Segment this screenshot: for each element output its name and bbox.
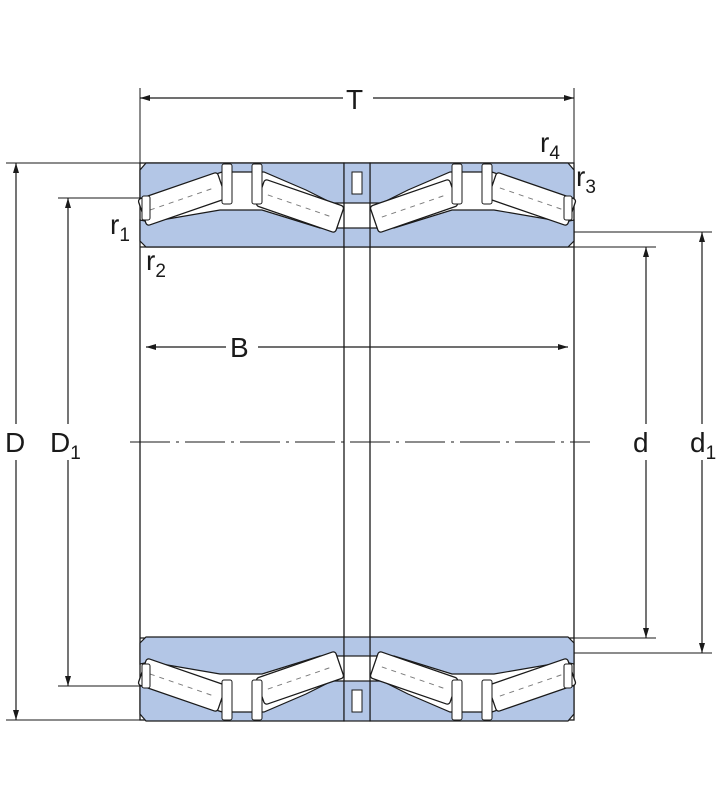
cage-top-1 — [221, 163, 233, 205]
extension-lines — [6, 88, 712, 721]
cage-bottom-4 — [481, 679, 493, 721]
cage-top-2 — [251, 163, 263, 205]
spacer-hole-bottom — [351, 689, 363, 713]
inner-spacer-bottom — [343, 636, 371, 657]
inner-spacer-top — [343, 227, 371, 248]
label-d1: d1 — [690, 427, 716, 464]
cage-top-4 — [481, 163, 493, 205]
cage-bottom-1 — [221, 679, 233, 721]
bottom-section — [137, 636, 577, 722]
cage-end-top-right — [563, 195, 573, 221]
cage-end-bottom-right — [563, 663, 573, 689]
cage-end-bottom-left — [141, 663, 151, 689]
label-r1: r1 — [110, 209, 130, 246]
cage-top-3 — [451, 163, 463, 205]
label-r3: r3 — [576, 161, 596, 198]
label-B: B — [230, 332, 249, 363]
label-T: T — [346, 84, 363, 115]
label-d: d — [633, 427, 649, 458]
label-D: D — [5, 427, 25, 458]
label-D1: D1 — [50, 427, 81, 464]
cage-bottom-3 — [451, 679, 463, 721]
cage-bottom-2 — [251, 679, 263, 721]
spacer-hole-top — [351, 171, 363, 195]
cage-end-top-left — [141, 195, 151, 221]
top-section — [137, 162, 577, 248]
label-r4: r4 — [540, 127, 560, 164]
label-r2: r2 — [146, 245, 166, 282]
